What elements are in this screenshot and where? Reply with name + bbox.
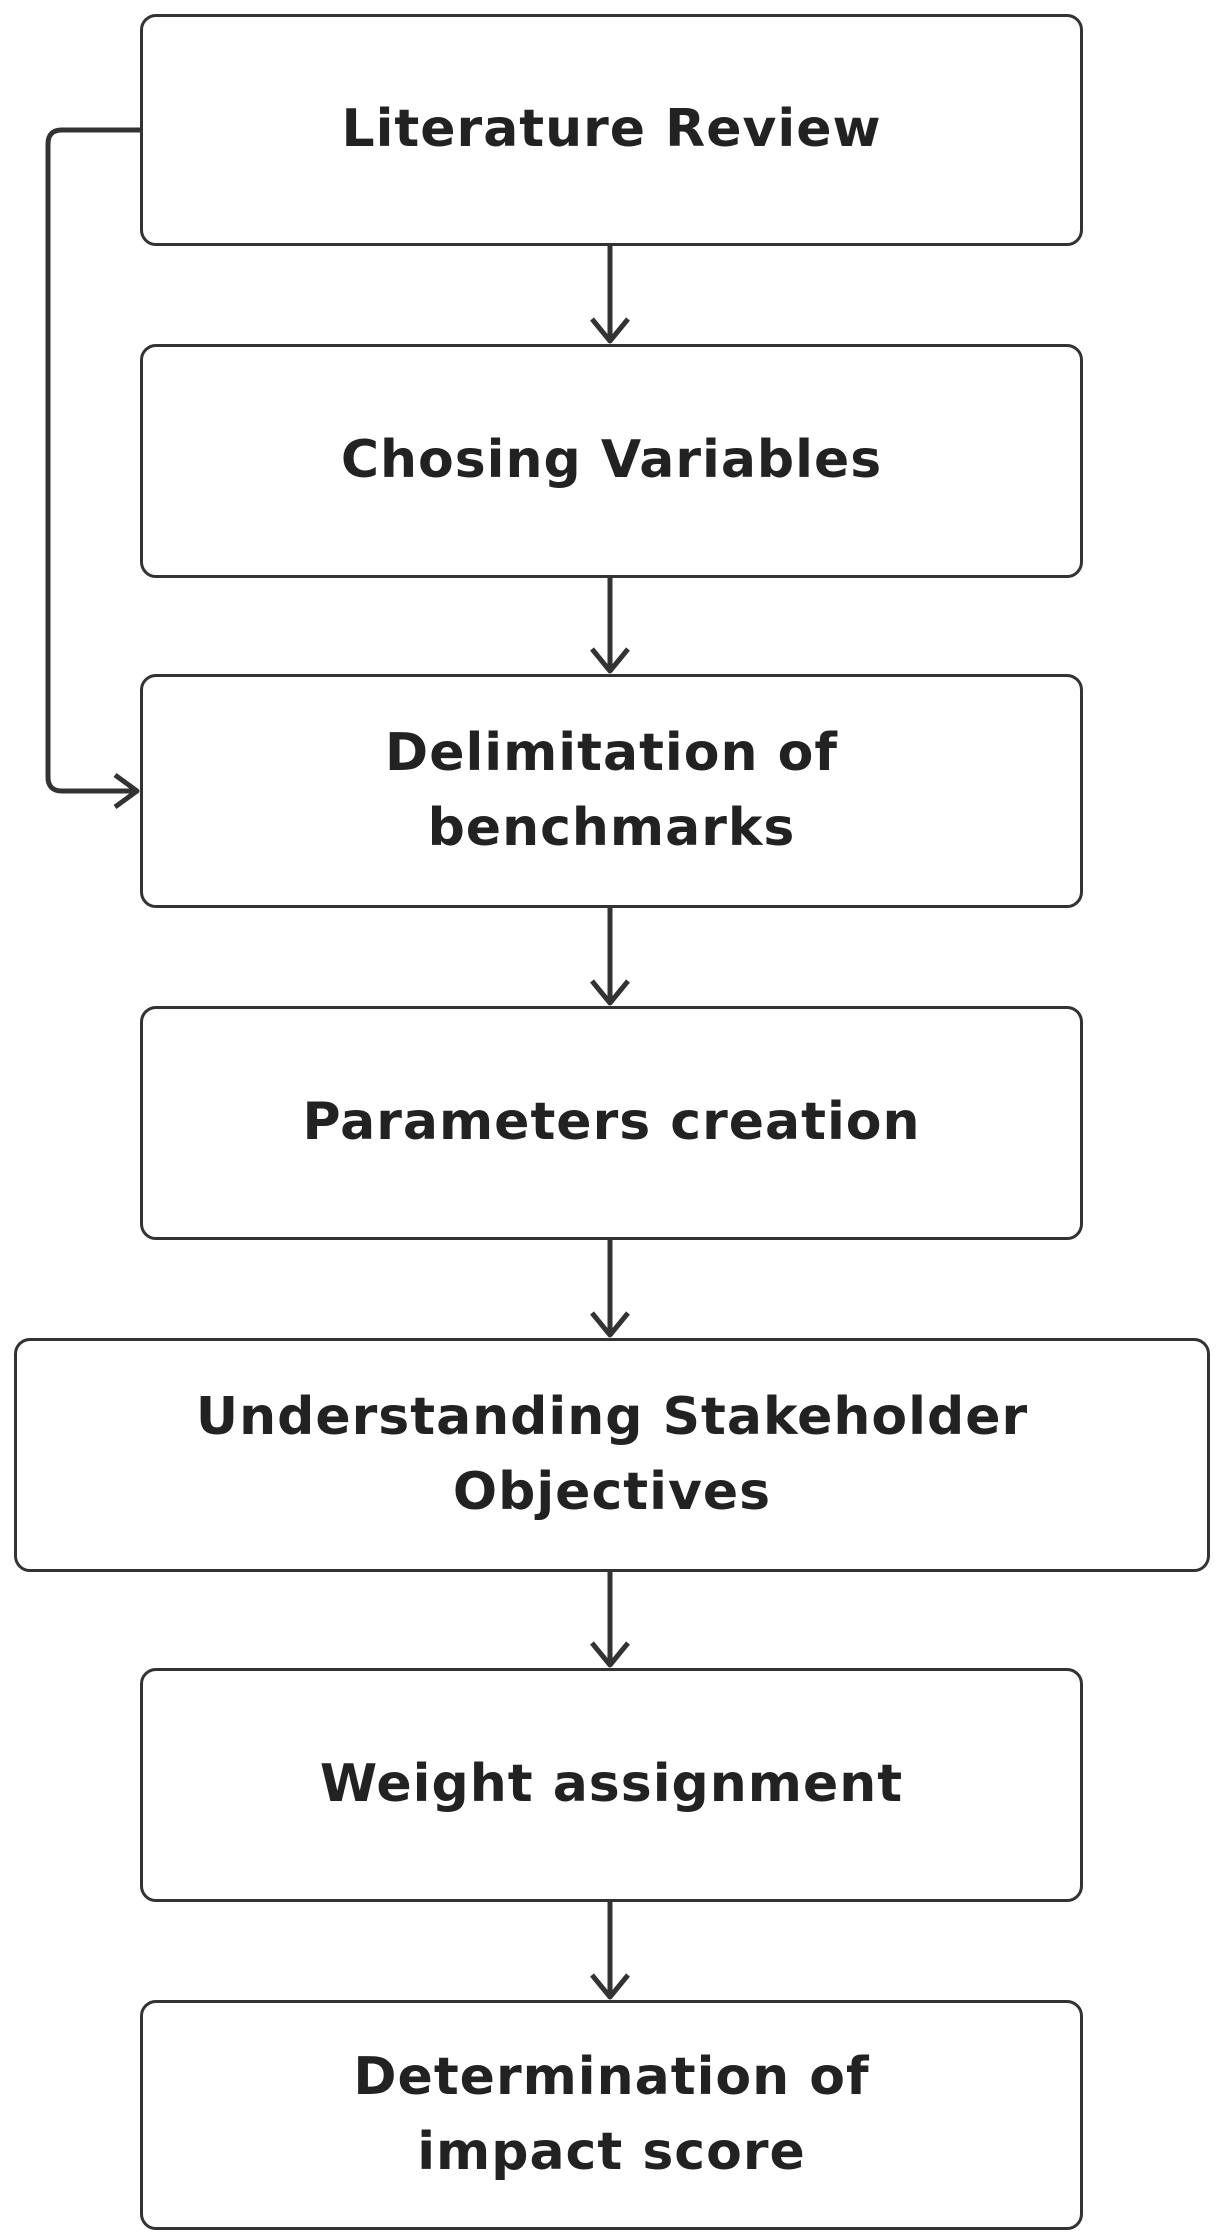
step-parameters-creation: Parameters creation [140,1006,1083,1240]
step-label-line: Delimitation of [385,722,838,783]
step-label-line: Weight assignment [319,1754,904,1815]
bypass-arrow-head [113,772,140,810]
arrow-head [590,317,630,344]
arrow-head [590,1641,630,1668]
step-label-line: benchmarks [427,798,796,858]
step-delimitation-of-benchmarks: Delimitation of benchmarks [140,674,1083,908]
step-label-line: impact score [417,2122,806,2182]
step-understanding-stakeholder-objectives: Understanding Stakeholder Objectives [14,1338,1210,1572]
step-chosing-variables: Chosing Variables [140,344,1083,578]
step-weight-assignment: Weight assignment [140,1668,1083,1902]
step-label-line: Objectives [452,1462,772,1522]
arrow-head [590,979,630,1006]
step-label-line: Understanding Stakeholder [195,1386,1029,1447]
bypass-connector-line [45,127,140,794]
step-label-line: Determination of [353,2046,870,2107]
step-label-line: Parameters creation [302,1092,921,1153]
arrow-head [590,647,630,674]
arrow-head [590,1973,630,2000]
step-literature-review: Literature Review [140,14,1083,246]
step-determination-of-impact-score: Determination of impact score [140,2000,1083,2230]
arrow-head [590,1311,630,1338]
step-label-line: Chosing Variables [340,430,883,491]
step-label-line: Literature Review [341,99,882,160]
